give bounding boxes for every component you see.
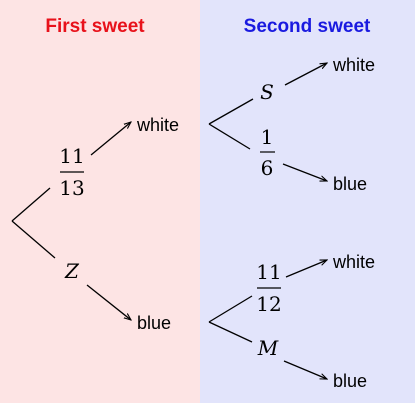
second-blue-given-blue-probability: M (257, 336, 279, 360)
branch-blue-upper-out (285, 259, 327, 278)
second-sweet-panel (200, 0, 415, 403)
fraction-denominator: 13 (59, 176, 84, 200)
second-blue-given-white-probability: 1 6 (260, 125, 275, 180)
branch-root-upper-out (90, 122, 131, 156)
first-outcome-blue: blue (137, 313, 171, 333)
first-white-probability: 11 13 (59, 144, 84, 200)
second-sweet-header: Second sweet (244, 16, 371, 37)
first-sweet-header: First sweet (45, 16, 145, 37)
fraction-numerator: 11 (256, 260, 281, 284)
branch-blue-lower-in (208, 321, 253, 343)
second-outcome-blue-2: blue (333, 371, 367, 391)
second-outcome-white-2: white (332, 252, 375, 272)
branch-blue-upper-in (208, 295, 253, 323)
branch-white-lower-out (282, 163, 327, 181)
branch-root-lower-in (11, 220, 56, 259)
second-outcome-white-1: white (332, 55, 375, 75)
first-sweet-panel (0, 0, 200, 403)
branch-blue-lower-out (283, 360, 327, 380)
first-outcome-white: white (136, 115, 179, 135)
branch-white-upper-in (208, 98, 254, 125)
branch-white-lower-in (208, 123, 251, 150)
second-white-given-blue-probability: 11 12 (256, 260, 281, 316)
fraction-denominator: 6 (261, 156, 274, 180)
fraction-numerator: 1 (261, 125, 274, 149)
branch-white-upper-out (284, 63, 327, 86)
first-blue-probability: Z (64, 259, 80, 283)
fraction-denominator: 12 (256, 292, 281, 316)
second-white-given-white-probability: S (260, 80, 274, 104)
branch-root-upper-in (11, 187, 51, 222)
second-outcome-blue-1: blue (333, 174, 367, 194)
branch-root-lower-out (86, 284, 131, 320)
fraction-numerator: 11 (59, 144, 84, 168)
